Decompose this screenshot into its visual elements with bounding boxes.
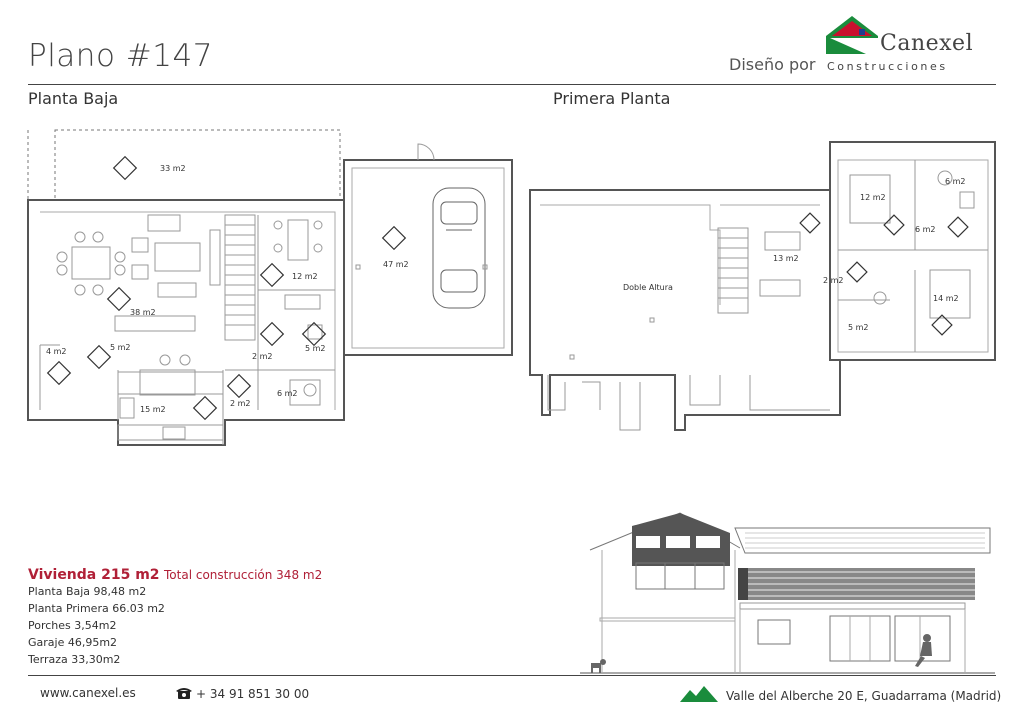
- bed: [929, 269, 971, 319]
- spec-line: Garaje 46,95m2: [28, 636, 118, 649]
- ground-floor-plan: 33 m2 47 m2 12 m2 38 m2 5 m2 4 m2 2 m2 5…: [0, 120, 520, 460]
- area-specs: Vivienda 215 m2 Total construcción 348 m…: [28, 567, 322, 668]
- ground-stairs: [224, 214, 256, 341]
- brand-subtitle: Construcciones: [827, 60, 948, 73]
- logo-house-icon: [826, 16, 878, 54]
- double-height-label: Doble Altura: [623, 283, 673, 292]
- living-area: Vivienda 215 m2: [28, 567, 160, 583]
- phone-icon: [176, 686, 192, 702]
- bedroom-block: [829, 141, 996, 361]
- brand-logo: [826, 14, 882, 54]
- footer-divider: [28, 675, 996, 676]
- room-area: 2 m2: [230, 399, 251, 408]
- first-floor-label: Primera Planta: [553, 89, 671, 108]
- room-area: 2 m2: [823, 276, 844, 285]
- brand-name: Canexel: [880, 31, 974, 56]
- person-figure: [915, 634, 932, 667]
- spec-line: Planta Primera 66.03 m2: [28, 602, 165, 615]
- room-area: 5 m2: [110, 343, 131, 352]
- ground-bathrooms: [289, 324, 323, 406]
- sofa: [764, 231, 801, 251]
- bed: [849, 174, 891, 224]
- garage-walls: [343, 159, 513, 356]
- room-area: 2 m2: [252, 352, 273, 361]
- specs-headline: Vivienda 215 m2 Total construcción 348 m…: [28, 567, 322, 583]
- room-area: 12 m2: [860, 193, 886, 202]
- dining-set: [56, 231, 126, 296]
- phone-contact[interactable]: + 34 91 851 30 00: [176, 686, 309, 702]
- room-icons: [46, 155, 407, 421]
- spec-line: Terraza 33,30m2: [28, 653, 121, 666]
- room-area: 47 m2: [383, 260, 409, 269]
- website-link[interactable]: www.canexel.es: [40, 686, 136, 700]
- living-sofas: [131, 214, 221, 298]
- house-elevation: [580, 508, 1000, 678]
- study-furniture: [273, 219, 323, 310]
- page-title: Plano #147: [28, 38, 213, 74]
- room-area: 13 m2: [773, 254, 799, 263]
- address-text: Valle del Alberche 20 E, Guadarrama (Mad…: [726, 688, 1002, 703]
- room-area: 38 m2: [130, 308, 156, 317]
- room-area: 5 m2: [305, 344, 326, 353]
- address-block: Valle del Alberche 20 E, Guadarrama (Mad…: [680, 686, 1001, 705]
- terrace-outline: [54, 129, 341, 201]
- kitchen-units: [114, 315, 224, 441]
- phone-number: + 34 91 851 30 00: [196, 687, 310, 701]
- total-construction: Total construcción 348 m2: [164, 568, 323, 582]
- designed-by-label: Diseño por: [729, 55, 816, 74]
- spec-line: Porches 3,54m2: [28, 619, 117, 632]
- room-area: 6 m2: [915, 225, 936, 234]
- room-area: 12 m2: [292, 272, 318, 281]
- ground-floor-label: Planta Baja: [28, 89, 119, 108]
- room-area: 5 m2: [848, 323, 869, 332]
- room-area: 33 m2: [160, 164, 186, 173]
- room-area: 6 m2: [945, 177, 966, 186]
- room-area: 4 m2: [46, 347, 67, 356]
- car-icon: [432, 187, 486, 309]
- dog-figure: [591, 659, 606, 673]
- landscape-icon: [680, 686, 718, 705]
- room-area: 14 m2: [933, 294, 959, 303]
- room-area: 15 m2: [140, 405, 166, 414]
- room-area: 6 m2: [277, 389, 298, 398]
- spec-line: Planta Baja 98,48 m2: [28, 585, 147, 598]
- header-divider: [28, 84, 996, 85]
- first-stairs: [717, 227, 749, 314]
- first-floor-walls: [529, 189, 841, 431]
- room-icons: [799, 212, 969, 336]
- first-floor-plan: 12 m2 6 m2 6 m2 13 m2 2 m2 14 m2 5 m2 Do…: [520, 120, 1000, 440]
